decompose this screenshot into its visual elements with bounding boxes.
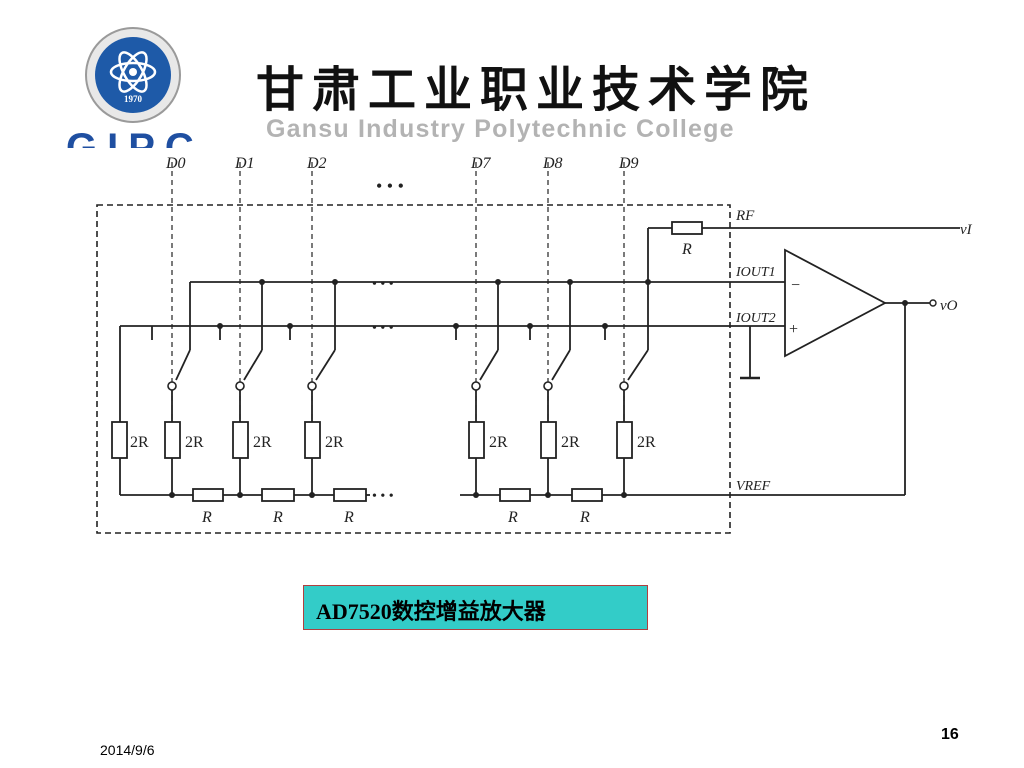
svg-text:2R: 2R	[130, 434, 149, 451]
svg-text:• • •: • • •	[376, 176, 404, 196]
svg-text:2R: 2R	[489, 434, 508, 451]
bit-branch-d0	[151, 162, 191, 498]
bit-branch-d9	[602, 162, 651, 498]
svg-text:R: R	[681, 241, 692, 258]
svg-text:2R: 2R	[325, 434, 344, 451]
svg-text:D0: D0	[165, 155, 186, 172]
svg-text:R: R	[272, 509, 283, 526]
svg-text:R: R	[507, 509, 518, 526]
svg-text:RF: RF	[735, 208, 755, 224]
caption-box: AD7520数控增益放大器	[303, 585, 648, 630]
page-number: 16	[941, 726, 959, 743]
bit-branch-d7	[453, 162, 501, 498]
bit-branch-d2	[287, 162, 338, 498]
svg-text:D1: D1	[234, 155, 255, 172]
svg-text:R: R	[579, 509, 590, 526]
logo-year: 1970	[124, 94, 143, 104]
bit-branch-d8	[527, 162, 573, 498]
svg-text:D9: D9	[618, 155, 639, 172]
bit-branch-d1	[217, 162, 265, 498]
svg-text:D7: D7	[470, 155, 492, 172]
college-title-cn: 甘肃工业职业技术学院	[256, 60, 856, 118]
svg-text:VREF: VREF	[736, 479, 771, 494]
college-logo: 1970	[84, 26, 182, 124]
op-amp	[784, 248, 887, 358]
circuit-svg: • • • • • • • • • • • • 2R	[96, 155, 973, 534]
svg-text:IOUT2: IOUT2	[735, 311, 776, 326]
svg-text:−: −	[791, 277, 800, 294]
svg-text:R: R	[201, 509, 212, 526]
svg-text:甘肃工业职业技术学院: 甘肃工业职业技术学院	[256, 62, 816, 118]
svg-text:• • •: • • •	[372, 321, 394, 336]
ad7520-circuit-diagram: • • • • • • • • • • • • 2R	[90, 150, 990, 540]
svg-text:vI: vI	[960, 222, 973, 238]
svg-text:2R: 2R	[561, 434, 580, 451]
svg-text:R: R	[343, 509, 354, 526]
svg-text:+: +	[789, 321, 798, 338]
college-title-en: Gansu Industry Polytechnic College	[266, 115, 735, 143]
svg-text:• • •: • • •	[372, 277, 394, 292]
slide-date: 2014/9/6	[100, 742, 155, 758]
caption-text: AD7520数控增益放大器	[316, 599, 546, 624]
college-abbr: GIPC	[66, 126, 204, 148]
svg-text:IOUT1: IOUT1	[735, 265, 776, 280]
svg-text:2R: 2R	[185, 434, 204, 451]
svg-text:• • •: • • •	[372, 489, 394, 504]
svg-text:vO: vO	[940, 298, 958, 314]
svg-text:D2: D2	[306, 155, 327, 172]
svg-text:2R: 2R	[253, 434, 272, 451]
svg-text:2R: 2R	[637, 434, 656, 451]
svg-text:D8: D8	[542, 155, 563, 172]
